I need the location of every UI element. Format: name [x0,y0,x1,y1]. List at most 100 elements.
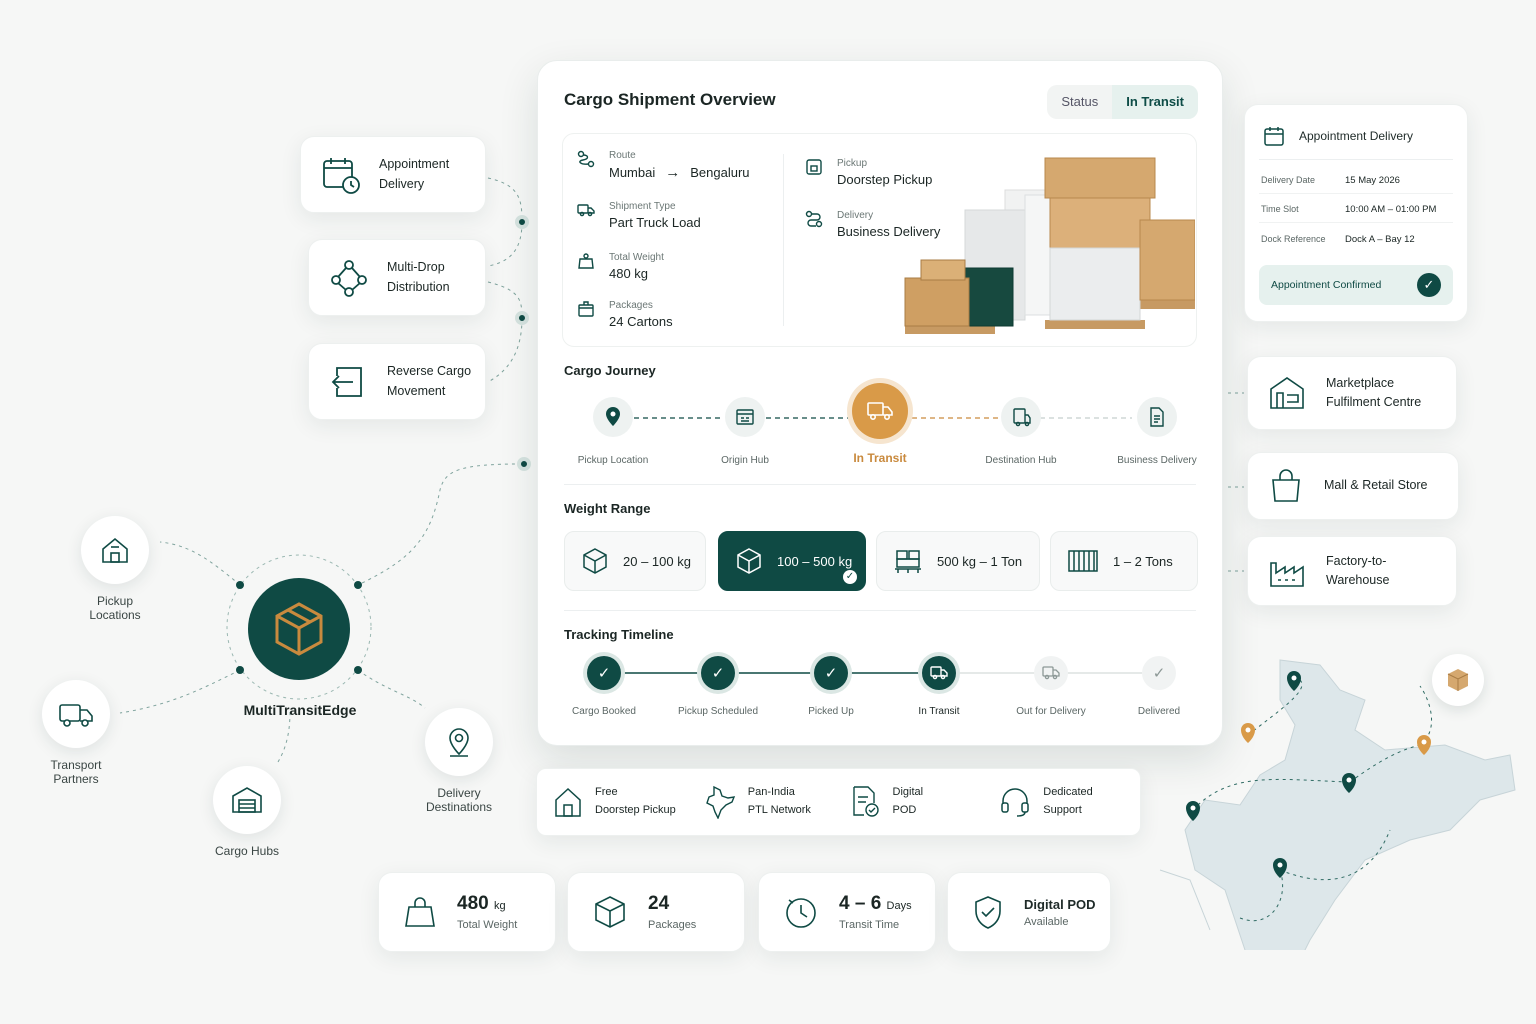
service-label: Reverse Cargo [387,364,472,379]
truck-icon [577,204,595,217]
weight-label: Total Weight [609,252,664,263]
feature-label: PTL Network [747,804,811,816]
tracking-step-label: Cargo Booked [572,706,636,717]
box-logo-icon [275,602,323,656]
cargo-boxes-illustration [904,157,1195,334]
journey-connectors [634,417,1132,419]
status-pill[interactable]: Status In Transit [1047,85,1198,119]
appointment-card: Appointment Delivery Delivery Date 15 Ma… [1244,104,1468,322]
route-from: Mumbai [609,165,656,180]
appointment-title: Appointment Delivery [1299,129,1414,143]
weight-option-20-100[interactable]: 20 – 100 kg [564,531,706,591]
box-icon [595,896,625,928]
destination-factory-warehouse[interactable]: Factory-to-Warehouse [1247,536,1457,606]
warehouse-icon [232,787,262,813]
truck-icon [1042,666,1060,680]
india-map-icon [705,785,735,819]
tracking-step-label: Out for Delivery [1016,706,1086,717]
tracking-step-label: Pickup Scheduled [677,706,759,717]
journey-step-origin-hub[interactable]: Origin Hub [685,397,805,466]
stat-label: Total Weight [457,919,518,931]
package-icon [1447,669,1469,691]
weight-option-label: 1 – 2 Tons [1113,553,1173,569]
service-label: Delivery [379,176,425,191]
destination-label: Marketplace [1326,375,1395,390]
tracking-step-pickup-scheduled: ✓ Pickup Scheduled [663,656,773,717]
card-divider [1259,222,1453,223]
shipment-type-value: Part Truck Load [609,215,701,230]
packages-value: 24 Cartons [609,314,673,329]
feature-label: Digital [892,786,924,799]
package-icon [578,301,594,317]
destination-hub-icon [1013,408,1031,427]
tracking-step-delivered: ✓ Delivered [1104,656,1214,717]
origin-hub-icon [736,409,754,425]
card-divider [1259,159,1453,160]
tracking-step-label: In Transit [918,706,960,717]
weight-option-500-1ton[interactable]: 500 kg – 1 Ton [876,531,1040,591]
india-map-illustration [1159,659,1516,950]
multitransitedge-hub [248,578,350,680]
pickup-label: Pickup [837,158,868,169]
time-slot-label: Time Slot [1261,204,1299,214]
calendar-clock-icon [323,157,360,194]
journey-step-pickup-location[interactable]: Pickup Location [553,397,673,466]
location-pin-icon [449,728,469,757]
destination-label: Mall & Retail Store [1324,478,1428,493]
appointment-confirmed-badge: Appointment Confirmed ✓ [1259,265,1453,305]
tracking-title: Tracking Timeline [564,627,674,642]
feature-label: Doorstep Pickup [595,804,676,816]
shipment-overview-panel: Cargo Shipment Overview Status In Transi… [537,60,1223,746]
destination-label: Fulfilment Centre [1326,395,1422,409]
service-label: Multi-Drop [387,260,445,275]
weight-option-100-500[interactable]: 100 – 500 kg ✓ [718,531,866,591]
weight-option-label: 500 kg – 1 Ton [937,553,1023,569]
route-to: Bengaluru [690,165,750,180]
service-label: Appointment [379,157,450,172]
feature-label: Free [595,786,618,799]
journey-step-destination-hub[interactable]: Destination Hub [961,397,1081,466]
node-cargo-hubs[interactable]: Cargo Hubs [192,766,302,858]
weight-icon [578,253,594,269]
journey-step-label: Destination Hub [985,455,1057,466]
dock-label: Dock Reference [1261,234,1326,244]
journey-step-in-transit[interactable]: In Transit [820,383,940,465]
journey-step-business-delivery[interactable]: Business Delivery [1097,397,1217,466]
delivery-value: Business Delivery [837,224,941,239]
shopping-bag-icon [1272,469,1300,502]
route-row: Route Mumbai→Bengaluru [577,150,750,181]
check-badge-icon: ✓ [843,570,857,584]
hub-label: MultiTransitEdge [243,702,357,718]
delivery-route-icon [805,210,823,228]
tracking-step-picked-up: ✓ Picked Up [776,656,886,717]
feature-label: Support [1043,804,1082,816]
stat-value: 4 – 6 [839,893,882,914]
tracking-step-label: Picked Up [808,706,854,717]
tracking-step-out-for-delivery: Out for Delivery [996,656,1106,717]
pickup-value: Doorstep Pickup [837,172,933,187]
location-pin-icon [606,407,620,426]
document-icon [1150,407,1164,427]
journey-title: Cargo Journey [564,363,656,378]
stat-label: Available [1024,915,1069,928]
route-label: Route [609,150,636,161]
status-value: In Transit [1112,85,1198,119]
destination-label: Factory-to- [1326,553,1387,568]
truck-icon [59,704,93,727]
destination-mall-retail[interactable]: Mall & Retail Store [1247,452,1459,520]
weight-option-1-2tons[interactable]: 1 – 2 Tons [1050,531,1198,591]
card-divider [1259,193,1453,194]
delivery-date-value: 15 May 2026 [1345,175,1400,186]
